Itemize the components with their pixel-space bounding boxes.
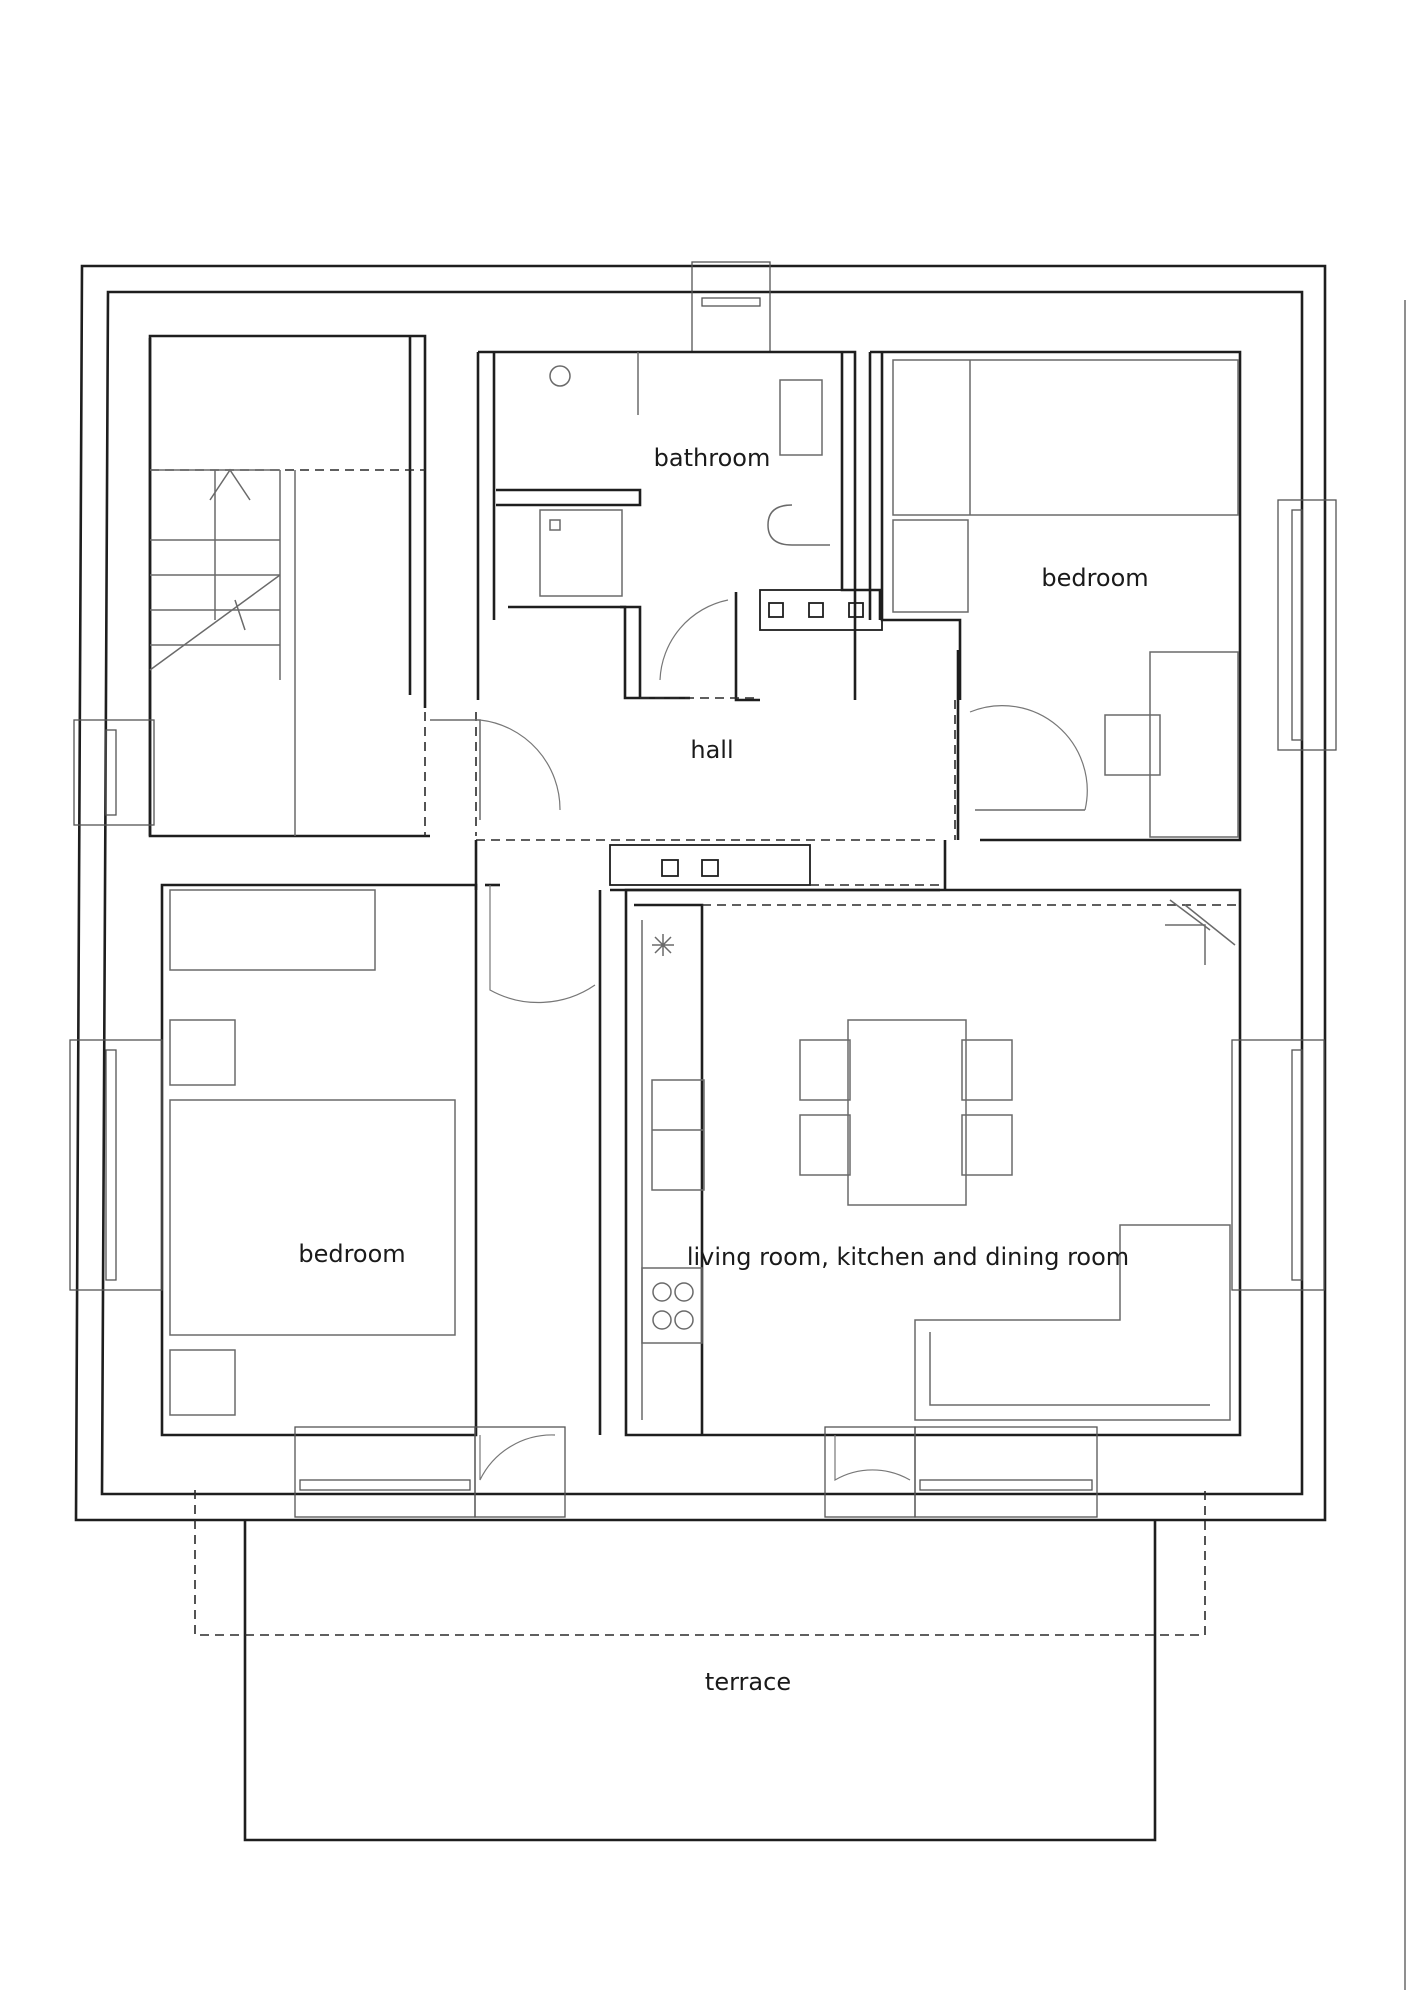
sofa — [914, 1224, 1231, 1421]
label-bedroom-left: bedroom — [298, 1240, 405, 1268]
label-living-room: living room, kitchen and dining room — [687, 1243, 1129, 1271]
label-hall: hall — [690, 736, 733, 764]
dining-table — [799, 1019, 1013, 1206]
left-window-bedroom — [69, 1039, 163, 1291]
label-bathroom: bathroom — [654, 444, 771, 472]
staircase — [149, 468, 296, 836]
label-terrace: terrace — [705, 1668, 791, 1696]
right-window-bedroom — [1277, 499, 1337, 751]
exterior-walls — [74, 264, 1327, 1522]
left-window-stair — [73, 719, 155, 826]
terrace — [194, 1490, 1206, 1842]
label-bedroom-right: bedroom — [1041, 564, 1148, 592]
bottom-openings — [294, 1426, 1098, 1518]
stair-room — [148, 334, 430, 838]
right-window-living — [1231, 1039, 1325, 1291]
bedroom-left-walls — [160, 883, 602, 1481]
bedroom-right-walls — [870, 350, 1242, 842]
hall-walls — [424, 700, 956, 892]
bathroom-walls — [476, 350, 882, 702]
top-window — [691, 261, 771, 353]
living-room-walls — [624, 888, 1242, 1437]
